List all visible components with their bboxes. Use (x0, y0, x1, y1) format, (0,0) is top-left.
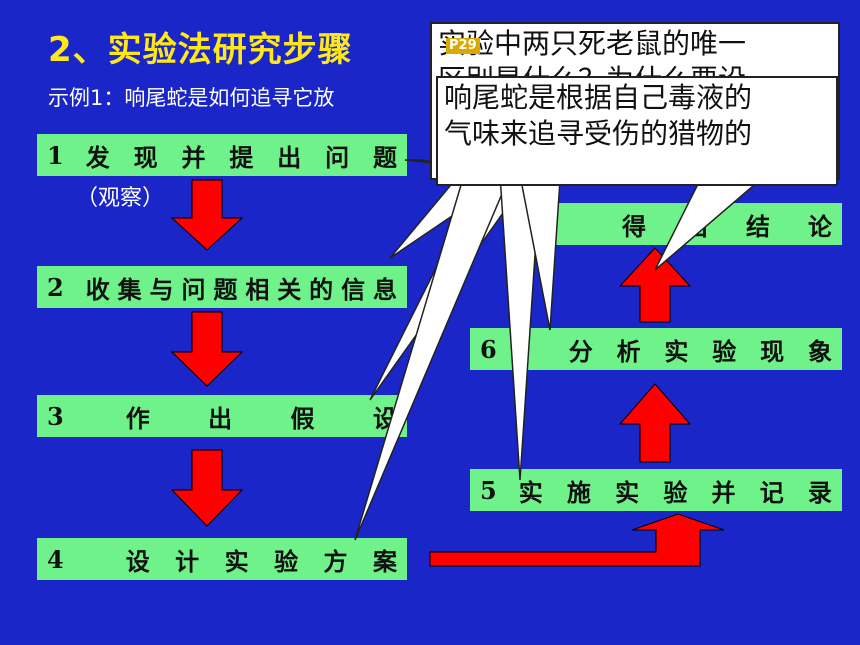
step-char: 记 (759, 477, 784, 507)
step-number: 2 (47, 272, 64, 302)
callout-front-line1: 响尾蛇是根据自己毒液的 (444, 81, 753, 114)
step-char: 题 (213, 274, 238, 304)
up-arrow-1 (618, 383, 692, 463)
step-char: 得 (622, 211, 646, 241)
step-char: 的 (309, 274, 334, 304)
step-char: 计 (175, 546, 200, 576)
step-char: 问 (325, 142, 350, 172)
page-badge: P29 (446, 38, 480, 54)
down-arrow-1 (170, 179, 244, 251)
step-char: 现 (133, 142, 158, 172)
step-5-box: 5 实施实验并记录 (470, 469, 842, 511)
step-label: 实施实验并记录 (519, 473, 832, 508)
step-char: 实 (615, 477, 640, 507)
step-char: 发 (85, 142, 110, 172)
step-char: 问 (181, 274, 206, 304)
step-char: 出 (277, 142, 302, 172)
step-4-box: 4 设计实验方案 (37, 538, 407, 580)
step-char: 论 (808, 211, 832, 241)
bent-arrow (429, 513, 725, 567)
step-char: 录 (807, 477, 832, 507)
step-1-box: 1 发现并提出问题 (37, 134, 407, 176)
step-char: 象 (808, 336, 832, 366)
step-char: 息 (373, 274, 397, 304)
step-char: 结 (746, 211, 770, 241)
step-char: 验 (663, 477, 688, 507)
step-char: 关 (277, 274, 302, 304)
step-label: 发现并提出问题 (86, 138, 397, 173)
callout-front: 响尾蛇是根据自己毒液的 气味来追寻受伤的猎物的 (436, 76, 838, 186)
step-char: 假 (290, 403, 315, 433)
step-char: 实 (224, 546, 249, 576)
step-char: 验 (274, 546, 299, 576)
callout-tail-7 (654, 179, 763, 271)
step-3-box: 3 作出假设 (37, 395, 407, 437)
step-char: 题 (372, 142, 397, 172)
step-number: 3 (47, 401, 64, 431)
step-label: 设计实验方案 (86, 542, 397, 577)
down-arrow-3 (170, 449, 244, 527)
step-number: 1 (47, 140, 64, 170)
step-char: 集 (117, 274, 142, 304)
step-label: 分析实验现象 (519, 332, 832, 367)
step-char: 提 (229, 142, 254, 172)
step-6-box: 6 分析实验现象 (470, 328, 842, 370)
step-char: 验 (712, 336, 737, 366)
step-char: 现 (760, 336, 785, 366)
step-char: 与 (149, 274, 174, 304)
step-char: 案 (372, 546, 397, 576)
step-char: 分 (568, 336, 593, 366)
step-char: 设 (125, 546, 150, 576)
step-char: 实 (664, 336, 689, 366)
step-char: 析 (616, 336, 641, 366)
step-2-box: 2 收集与问题相关的信息 (37, 266, 407, 308)
step-char: 方 (323, 546, 348, 576)
step-char: 收 (85, 274, 110, 304)
step-char: 并 (711, 477, 736, 507)
step-char: 实 (518, 477, 543, 507)
callout-back-line1: 实验中两只死老鼠的唯一 (438, 27, 747, 60)
step-char: 信 (341, 274, 366, 304)
up-arrow-2 (618, 247, 692, 323)
observe-note: （观察） (76, 186, 165, 211)
step-char: 作 (125, 403, 150, 433)
step-number: 6 (480, 334, 497, 364)
step-char: 出 (208, 403, 233, 433)
step-label: 收集与问题相关的信息 (86, 270, 397, 305)
callout-front-line2: 气味来追寻受伤的猎物的 (444, 117, 753, 150)
step-label: 作出假设 (86, 399, 397, 434)
step-char: 相 (245, 274, 270, 304)
slide-title: 2、实验法研究步骤 (48, 30, 353, 70)
down-arrow-2 (170, 311, 244, 387)
example-text: 示例1：响尾蛇是如何追寻它放 (48, 86, 335, 110)
step-char: 施 (566, 477, 591, 507)
step-number: 4 (47, 544, 64, 574)
step-number: 5 (480, 475, 497, 505)
step-char: 并 (181, 142, 206, 172)
